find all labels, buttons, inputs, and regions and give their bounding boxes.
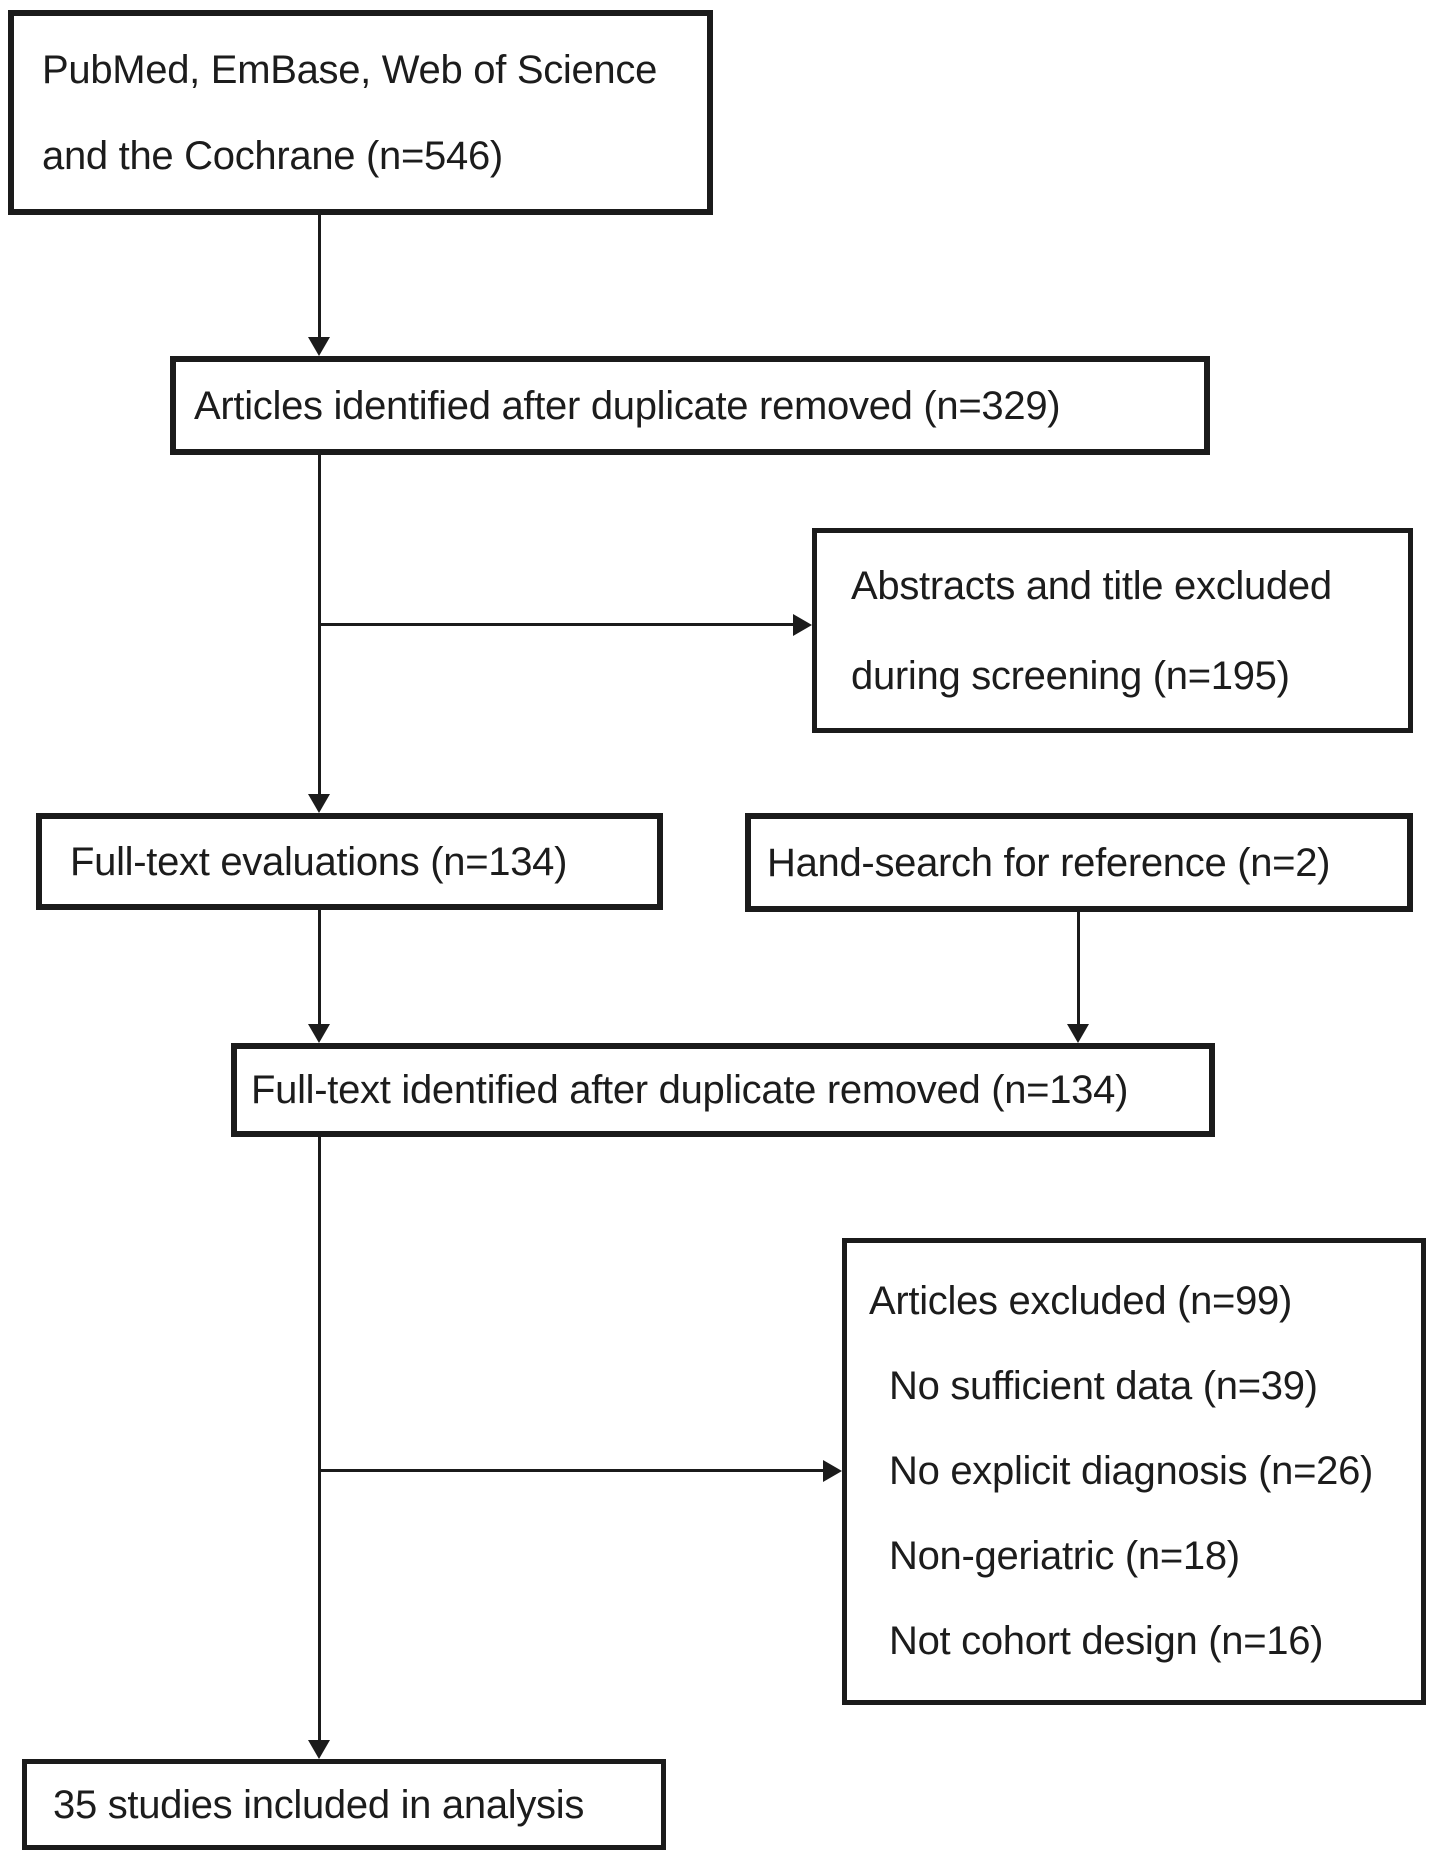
arrowhead-down-icon [308, 1024, 330, 1043]
arrowhead-right-icon [823, 1460, 842, 1482]
arrowhead-down-icon [308, 337, 330, 356]
articles-excluded-reason: Not cohort design (n=16) [889, 1619, 1324, 1663]
fulltext-evaluations-label: Full-text evaluations (n=134) [70, 839, 568, 884]
hand-search-label: Hand-search for reference (n=2) [767, 840, 1331, 885]
sources-line2: and the Cochrane (n=546) [42, 133, 503, 178]
connector-fulltext-eval-to-ft-identified [318, 910, 321, 1026]
arrowhead-right-icon [793, 614, 812, 636]
included-box: 35 studies included in analysis [22, 1759, 666, 1850]
articles-excluded-reason: No sufficient data (n=39) [889, 1364, 1318, 1408]
sources-box: PubMed, EmBase, Web of Science and the C… [8, 10, 713, 215]
arrowhead-down-icon [308, 1740, 330, 1759]
connector-branch-to-abstracts-excluded [318, 623, 795, 626]
included-label: 35 studies included in analysis [53, 1782, 585, 1827]
articles-excluded-title: Articles excluded (n=99) [869, 1279, 1293, 1323]
sources-line1: PubMed, EmBase, Web of Science [42, 47, 658, 92]
abstracts-excluded-line1: Abstracts and title excluded [851, 563, 1332, 608]
abstracts-excluded-line2: during screening (n=195) [851, 653, 1290, 698]
connector-sources-to-identified [318, 215, 321, 339]
fulltext-evaluations-box: Full-text evaluations (n=134) [36, 813, 663, 910]
connector-hand-search-to-ft-identified [1077, 912, 1080, 1026]
hand-search-box: Hand-search for reference (n=2) [745, 813, 1413, 912]
identified-box: Articles identified after duplicate remo… [170, 356, 1210, 455]
arrowhead-down-icon [1067, 1024, 1089, 1043]
arrowhead-down-icon [308, 794, 330, 813]
articles-excluded-reason: No explicit diagnosis (n=26) [889, 1449, 1374, 1493]
articles-excluded-reason: Non-geriatric (n=18) [889, 1534, 1240, 1578]
fulltext-identified-box: Full-text identified after duplicate rem… [231, 1043, 1215, 1137]
articles-excluded-box: Articles excluded (n=99) No sufficient d… [842, 1238, 1426, 1705]
connector-branch-to-articles-excluded [318, 1469, 824, 1472]
connector-ft-identified-to-included [318, 1137, 321, 1742]
abstracts-excluded-box: Abstracts and title excluded during scre… [812, 528, 1413, 733]
fulltext-identified-label: Full-text identified after duplicate rem… [251, 1068, 1129, 1112]
identified-label: Articles identified after duplicate remo… [194, 383, 1061, 428]
